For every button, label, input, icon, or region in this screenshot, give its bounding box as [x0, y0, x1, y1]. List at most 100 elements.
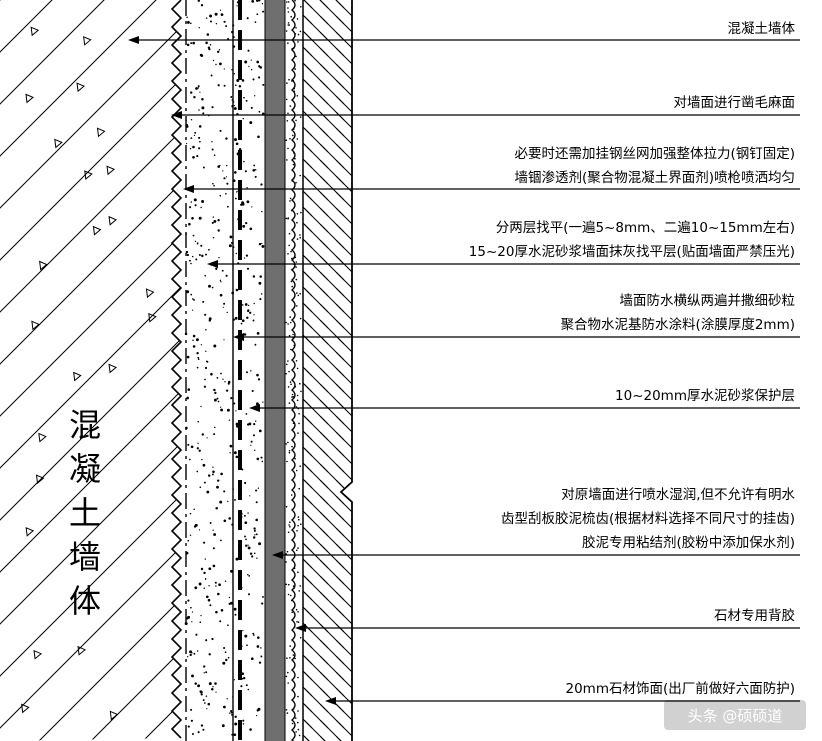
adhesive-dot: [300, 6, 302, 8]
adhesive-dot: [295, 181, 297, 184]
stipple-dot: [197, 442, 199, 444]
stipple-dot: [187, 656, 189, 658]
adhesive-dot: [287, 671, 289, 674]
stipple-dot: [245, 684, 248, 687]
stipple-dot: [257, 487, 260, 489]
stipple-dot: [236, 425, 239, 428]
stipple-dot: [200, 54, 204, 57]
stipple-dot: [258, 242, 262, 246]
arrow-head: [325, 697, 336, 705]
adhesive-dot: [297, 611, 299, 613]
concrete-wall-fill: [0, 0, 181, 741]
stipple-dot: [244, 481, 247, 485]
adhesive-dot: [295, 119, 297, 122]
stipple-dot: [199, 486, 202, 489]
aggregate-triangle: [92, 225, 102, 236]
adhesive-dot: [285, 583, 288, 586]
adhesive-dot: [289, 316, 292, 318]
stipple-dot: [191, 216, 194, 220]
stipple-dot: [245, 538, 247, 541]
stipple-dot: [253, 302, 255, 305]
stipple-dot: [200, 405, 202, 408]
stipple-dot: [243, 514, 246, 517]
adhesive-dot: [295, 360, 298, 362]
stipple-dot: [192, 345, 196, 348]
stipple-dot: [212, 529, 214, 531]
stipple-dot: [205, 328, 207, 331]
adhesive-dot: [298, 422, 300, 425]
stipple-dot: [256, 457, 260, 461]
stipple-dot: [262, 10, 265, 13]
stipple-dot: [213, 398, 217, 402]
stipple-dot: [203, 672, 205, 674]
stipple-dot: [226, 311, 228, 314]
stipple-dot: [211, 637, 214, 641]
stipple-dot: [201, 458, 203, 461]
stipple-dot: [195, 258, 198, 261]
adhesive-dot: [292, 585, 295, 587]
adhesive-dot: [295, 261, 298, 263]
adhesive-dot: [299, 317, 302, 320]
stipple-dot: [197, 0, 200, 2]
stipple-dot: [255, 533, 258, 536]
adhesive-dot: [293, 152, 295, 154]
stipple-dot: [216, 50, 220, 54]
adhesive-dot: [287, 323, 289, 325]
stipple-dot: [234, 197, 237, 200]
stipple-dot: [212, 547, 215, 550]
stipple-dot: [201, 106, 205, 110]
adhesive-dot: [289, 526, 291, 528]
aggregate-triangle: [21, 703, 30, 714]
stipple-dot: [192, 298, 195, 301]
aggregate-triangle: [148, 312, 157, 323]
label-back-glue: 石材专用背胶: [714, 607, 795, 624]
stipple-dot: [189, 653, 192, 657]
adhesive-dot: [286, 363, 288, 366]
stipple-dot: [194, 131, 197, 134]
stipple-dot: [196, 155, 199, 158]
stipple-dot: [215, 267, 218, 270]
stipple-dot: [227, 382, 230, 385]
adhesive-dot: [290, 599, 293, 602]
adhesive-dot: [290, 383, 292, 386]
aggregate-triangle: [25, 526, 35, 537]
stipple-dot: [198, 254, 201, 256]
label-steel-mesh: 必要时还需加挂钢丝网加强整体拉力(钢钉固定): [514, 146, 795, 162]
stipple-dot: [227, 500, 229, 503]
stipple-dot: [261, 3, 264, 5]
label-interface-agent: 墙锢渗透剂(聚合物混凝土界面剂)喷枪喷洒均匀: [514, 169, 795, 186]
adhesive-dot: [299, 174, 302, 177]
stipple-dot: [228, 517, 231, 520]
stipple-dot: [249, 311, 252, 314]
adhesive-dot: [295, 266, 297, 268]
stone-facing: [302, 0, 353, 741]
stipple-dot: [193, 198, 197, 202]
stipple-dot: [258, 661, 262, 664]
adhesive-dot: [285, 217, 288, 220]
adhesive-dot: [287, 583, 290, 586]
stipple-dot: [212, 564, 216, 568]
wall-title-char: 混: [69, 406, 101, 444]
adhesive-dot: [287, 147, 289, 150]
stipple-dot: [216, 397, 219, 400]
adhesive-dot: [285, 139, 288, 141]
adhesive-dot: [291, 180, 294, 182]
stipple-dot: [193, 134, 196, 137]
stipple-dot: [199, 582, 201, 584]
stipple-dot: [194, 586, 198, 590]
stipple-dot: [244, 60, 248, 64]
adhesive-dot: [286, 657, 288, 659]
stipple-dot: [223, 84, 226, 87]
adhesive-dot: [287, 7, 289, 9]
aggregate-triangle: [73, 371, 82, 382]
stipple-dot: [197, 358, 200, 361]
stipple-dot: [219, 9, 222, 11]
stipple-dot: [225, 192, 227, 195]
stipple-dot: [220, 472, 223, 476]
adhesive-dot: [294, 68, 297, 70]
stipple-dot: [207, 702, 211, 706]
adhesive-dot: [299, 237, 302, 239]
aggregate-triangle: [31, 320, 40, 331]
stipple-dot: [192, 334, 196, 338]
stipple-dot: [256, 60, 260, 64]
